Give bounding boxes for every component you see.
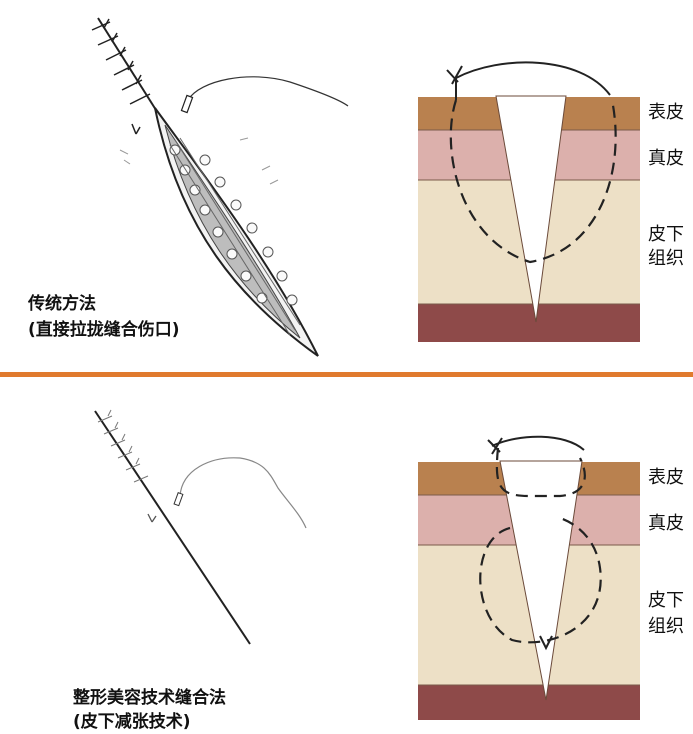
wound-gap xyxy=(495,95,567,323)
label-dermis: 真皮 xyxy=(648,148,684,169)
label-subcutaneous-1: 皮下 xyxy=(648,224,684,245)
traditional-caption-subtitle: (直接拉拢缝合伤口) xyxy=(28,320,180,340)
label-subcutaneous-2: 组织 xyxy=(648,248,684,269)
traditional-illustrations xyxy=(91,17,640,357)
needle-icon xyxy=(173,492,184,507)
wound-gap xyxy=(499,460,583,701)
dermal-suture-top xyxy=(491,435,585,451)
label-subcutaneous-1: 皮下 xyxy=(648,590,684,611)
cosmetic-caption-title: 整形美容技术缝合法 xyxy=(73,688,226,708)
suture-loop-dashed xyxy=(449,99,617,264)
cosmetic-caption-subtitle: (皮下减张技术) xyxy=(73,712,191,732)
suture-stitches xyxy=(91,18,151,105)
label-dermis: 真皮 xyxy=(648,513,684,534)
direction-arrow-icon xyxy=(147,513,157,523)
suture-thread xyxy=(187,76,349,107)
subcutaneous-knot-icon xyxy=(539,635,553,651)
traditional-caption-title: 传统方法 xyxy=(28,294,96,314)
deep-layer xyxy=(418,304,640,342)
label-epidermis: 表皮 xyxy=(648,102,684,123)
closed-incision-line xyxy=(97,17,157,111)
label-epidermis: 表皮 xyxy=(648,467,684,488)
suture-loop-top xyxy=(455,61,611,96)
wound-fibres xyxy=(169,137,301,336)
suture-knot-icon xyxy=(446,65,463,100)
traditional-method-panel: 传统方法 (直接拉拢缝合伤口) 表皮 真皮 皮下 组织 xyxy=(28,17,684,357)
cosmetic-wound-sketch xyxy=(94,409,307,645)
label-subcutaneous-2: 组织 xyxy=(648,616,684,637)
subcutaneous-suture-dashed xyxy=(479,516,602,644)
suture-knot-icon xyxy=(487,437,503,455)
needle-icon xyxy=(180,94,194,114)
suture-stitches xyxy=(97,409,149,483)
closed-incision-line xyxy=(94,410,251,645)
deep-layer xyxy=(418,685,640,720)
shading-hatches xyxy=(119,137,279,185)
cosmetic-cross-section xyxy=(418,435,640,720)
traditional-wound-sketch xyxy=(91,17,349,357)
suture-thread xyxy=(179,457,307,529)
direction-arrow-icon xyxy=(131,123,141,135)
section-divider xyxy=(0,372,693,377)
dermal-suture-dashed xyxy=(495,447,586,498)
cosmetic-illustrations xyxy=(94,409,640,720)
traditional-cross-section xyxy=(418,61,640,342)
cosmetic-method-panel: 整形美容技术缝合法 (皮下减张技术) 表皮 真皮 皮下 组织 xyxy=(0,378,693,734)
